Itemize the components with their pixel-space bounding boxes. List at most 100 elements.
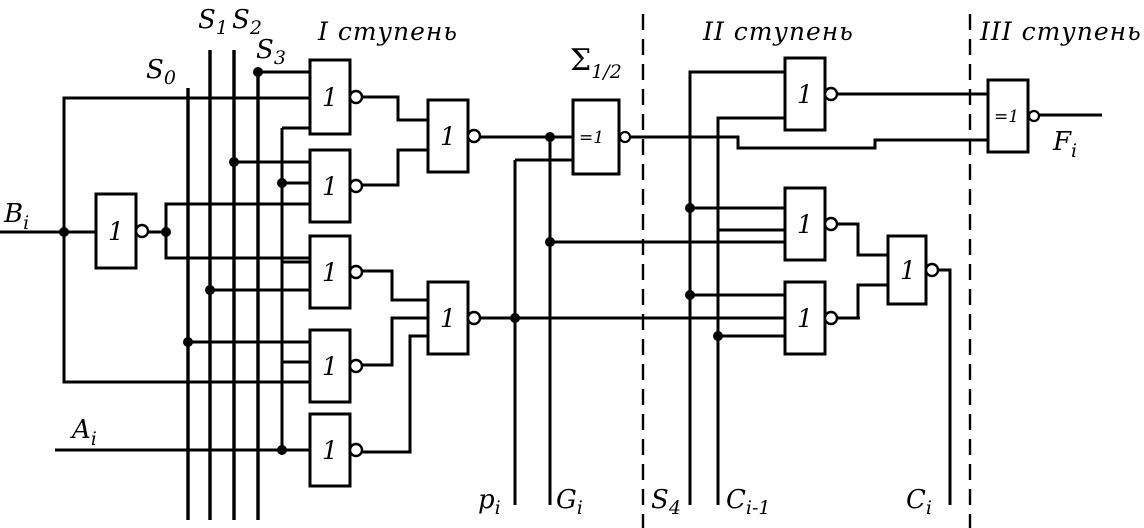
gate-n2: 1 xyxy=(426,280,482,356)
stage-boundaries xyxy=(641,14,972,528)
stage-titles: I ступень II ступень III ступень xyxy=(317,17,1142,46)
gate-symbol: 1 xyxy=(322,83,338,112)
inversion-bubble xyxy=(348,442,364,458)
junction-pi xyxy=(510,313,520,323)
gate-body xyxy=(94,192,138,270)
inversion-bubble xyxy=(466,128,482,144)
inversion-bubble xyxy=(466,310,482,326)
wire-t1-x2 xyxy=(832,92,990,115)
inversion-bubble xyxy=(348,178,364,194)
label-pi: pi xyxy=(478,485,501,519)
inversion-bubble xyxy=(823,86,839,102)
label-s1: S1 xyxy=(198,5,228,39)
gate-symbol: 1 xyxy=(322,436,338,465)
wire-g1-n1 xyxy=(357,95,428,122)
label-s0: S0 xyxy=(146,55,176,89)
gate-n1: 1 xyxy=(426,98,482,174)
wire-notb-to-g3 xyxy=(164,232,310,260)
inversion-bubble xyxy=(924,262,940,278)
gate-symbol: 1 xyxy=(440,304,456,333)
gate-x2: =1 xyxy=(986,78,1041,154)
gate-symbol: =1 xyxy=(579,128,604,148)
stage-1-title: I ступень xyxy=(317,17,458,46)
wire-notb-to-g2 xyxy=(164,202,310,232)
label-ai: Ai xyxy=(70,415,97,450)
junction-gi xyxy=(545,132,555,142)
gate-symbol: 1 xyxy=(440,122,456,151)
stage-2-title: II ступень xyxy=(702,17,854,46)
gate-symbol: 1 xyxy=(322,352,338,381)
gate-body xyxy=(308,58,352,136)
gate-symbol: 1 xyxy=(108,217,124,246)
junction-s0 xyxy=(183,337,193,347)
junction-notb xyxy=(161,227,171,237)
gate-symbol: 1 xyxy=(900,256,916,285)
junction-s2 xyxy=(229,157,239,167)
wires xyxy=(0,70,1102,454)
gate-symbol: 1 xyxy=(322,172,338,201)
label-fi: Fi xyxy=(1052,127,1077,162)
gate-g3: 1 xyxy=(308,234,364,310)
wire-g5-n2 xyxy=(357,334,428,454)
junction-s4-t2 xyxy=(685,203,695,213)
inversion-bubble xyxy=(1027,109,1041,123)
gate-t2: 1 xyxy=(783,186,839,262)
wire-ai-to-g2 xyxy=(280,181,310,450)
wire-bi-to-g4 xyxy=(62,232,310,384)
wire-sum-to-x2 xyxy=(625,135,988,150)
junction-ci1-t3 xyxy=(713,331,723,341)
label-gi: Gi xyxy=(556,485,583,519)
gate-t4: 1 xyxy=(886,234,940,306)
label-ci: Ci xyxy=(906,485,932,519)
inversion-bubble xyxy=(134,223,150,239)
control-buses xyxy=(186,50,260,520)
gate-x1: =1 xyxy=(571,98,632,176)
inversion-bubble xyxy=(348,358,364,374)
wire-g4-n2 xyxy=(357,316,428,367)
gate-g1: 1 xyxy=(308,58,364,136)
gate-t3: 1 xyxy=(783,280,839,356)
junction-bi xyxy=(59,227,69,237)
junction-ai xyxy=(277,445,287,455)
signal-labels: Bi Ai S0 S1 S2 S3 S4 pi Gi Ci-1 Ci xyxy=(3,5,1077,519)
wire-g3-n2 xyxy=(357,269,428,302)
junction-s1 xyxy=(205,285,215,295)
junction-ai-g2 xyxy=(277,178,287,188)
label-s3: S3 xyxy=(256,35,286,69)
gate-body xyxy=(571,98,621,176)
line-ci-1 xyxy=(716,98,787,505)
label-s4: S4 xyxy=(651,485,681,519)
label-s2: S2 xyxy=(232,5,262,39)
gate-g4: 1 xyxy=(308,328,364,404)
inversion-bubble xyxy=(348,89,364,105)
gate-body xyxy=(308,148,352,224)
junction-s3 xyxy=(253,67,263,77)
label-bi: Bi xyxy=(3,199,29,234)
gate-body xyxy=(308,328,352,404)
gate-t1: 1 xyxy=(783,56,839,132)
gate-body xyxy=(986,78,1030,154)
wire-g2-n1 xyxy=(357,148,428,187)
gates: 1 1 1 1 1 1 1 1 =1 1 1 1 1 =1 xyxy=(94,56,1041,488)
gate-inv-b: 1 xyxy=(94,192,150,270)
label-ci-1: Ci-1 xyxy=(726,485,771,519)
gate-body xyxy=(426,280,470,356)
gate-g5: 1 xyxy=(308,412,364,488)
gate-symbol: 1 xyxy=(797,80,813,109)
wire-t3-t4 xyxy=(832,283,888,320)
wire-t2-t4 xyxy=(832,222,888,257)
junction-gi-t2 xyxy=(545,237,555,247)
line-s4 xyxy=(688,70,785,505)
junctions xyxy=(59,67,723,455)
stage-3-title: III ступень xyxy=(979,17,1142,46)
label-sum-half: Σ1/2 xyxy=(570,43,622,83)
line-ci xyxy=(932,268,952,505)
gate-symbol: 1 xyxy=(797,304,813,333)
gate-symbol: =1 xyxy=(994,107,1019,127)
inversion-bubble xyxy=(618,130,632,144)
inversion-bubble xyxy=(823,216,839,232)
inversion-bubble xyxy=(823,310,839,326)
gate-symbol: 1 xyxy=(322,258,338,287)
junction-s4-t3 xyxy=(685,290,695,300)
